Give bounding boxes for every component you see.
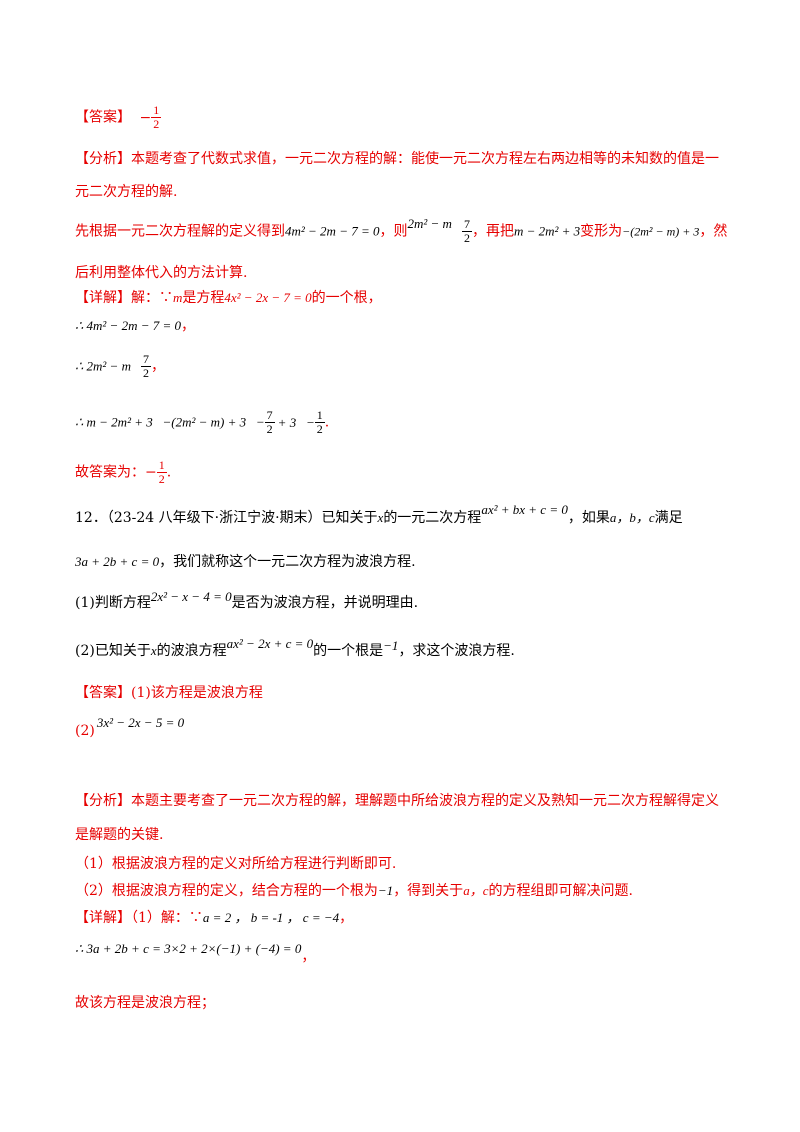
detail-eq: 4x² − 2x − 7 = 0 (224, 290, 312, 305)
step-1: ∴ 4m² − 2m − 7 = 0， (75, 318, 196, 334)
part-2-eq: ax² − 2x + c = 0 (226, 636, 314, 651)
question-12-part-1: (1)判断方程2x² − x − 4 = 0是否为波浪方程，并说明理由. (75, 589, 419, 611)
method-eq-4: −(2m² − m) + 3 (622, 224, 700, 239)
analysis-line-2: 元二次方程的解. (75, 184, 178, 200)
stem-eq-2: 3a + 2b + c = 0 (75, 554, 160, 569)
analysis-line-q12-2: 是解题的关键. (75, 827, 164, 843)
answer-label: 【答案】 (75, 685, 131, 701)
question-12-stem: 12．（23-24 八年级下·浙江宁波·期末）已知关于x的一元二次方程ax² +… (75, 502, 683, 526)
detail-eq: a = 2 ， b = -1 ， c = −4 (202, 910, 340, 925)
detail-label: 【详解】 (75, 290, 131, 306)
answer-sign: − (139, 109, 152, 126)
analysis-line-q12-1: 【分析】本题主要考查了一元二次方程的解，理解题中所给波浪方程的定义及熟知一元二次… (75, 793, 719, 809)
answer-line-q12: 【答案】(1)该方程是波浪方程 (75, 685, 263, 701)
method-eq-2: 2m² − m (407, 215, 452, 231)
answer-2-eq: 3x² − 2x − 5 = 0 (96, 715, 185, 730)
detail-line-q12: 【详解】（1）解：∵a = 2 ， b = -1 ， c = −4， (75, 910, 354, 926)
answer-label: 【答案】 (75, 109, 131, 126)
method-line-1: 先根据一元二次方程解的定义得到4m² − 2m − 7 = 0，则2m² − m… (75, 215, 728, 245)
detail-label: 【详解】 (75, 910, 131, 926)
conclusion-q12: 故该方程是波浪方程； (75, 995, 215, 1011)
analysis-point-1: （1）根据波浪方程的定义对所给方程进行判断即可. (75, 856, 397, 872)
part-1-eq: 2x² − x − 4 = 0 (150, 589, 232, 604)
question-12-part-2: (2)已知关于x的波浪方程ax² − 2x + c = 0的一个根是−1，求这个… (75, 636, 515, 659)
answer-2-line: (2)3x² − 2x − 5 = 0 (75, 715, 185, 739)
analysis-point-2: （2）根据波浪方程的定义，结合方程的一个根为−1，得到关于a，c的方程组即可解决… (75, 883, 633, 899)
method-line-2: 后利用整体代入的方法计算. (75, 265, 248, 281)
method-eq-3: m − 2m² + 3 (513, 223, 581, 239)
method-eq-1: 4m² − 2m − 7 = 0 (285, 223, 380, 239)
detail-line-q11: 【详解】解：∵m是方程4x² − 2x − 7 = 0的一个根， (75, 290, 382, 306)
analysis-line-1: 【分析】本题考查了代数式求值，一元二次方程的解：能使一元二次方程左右两边相等的未… (75, 151, 719, 167)
detail-step: ∴ 3a + 2b + c = 3×2 + 2×(−1) + (−4) = 0， (75, 941, 316, 965)
question-12-stem-2: 3a + 2b + c = 0，我们就称这个一元二次方程为波浪方程. (75, 554, 416, 570)
analysis-label: 【分析】 (75, 793, 131, 809)
stem-eq: ax² + bx + c = 0 (481, 502, 568, 517)
analysis-label: 【分析】 (75, 151, 131, 167)
